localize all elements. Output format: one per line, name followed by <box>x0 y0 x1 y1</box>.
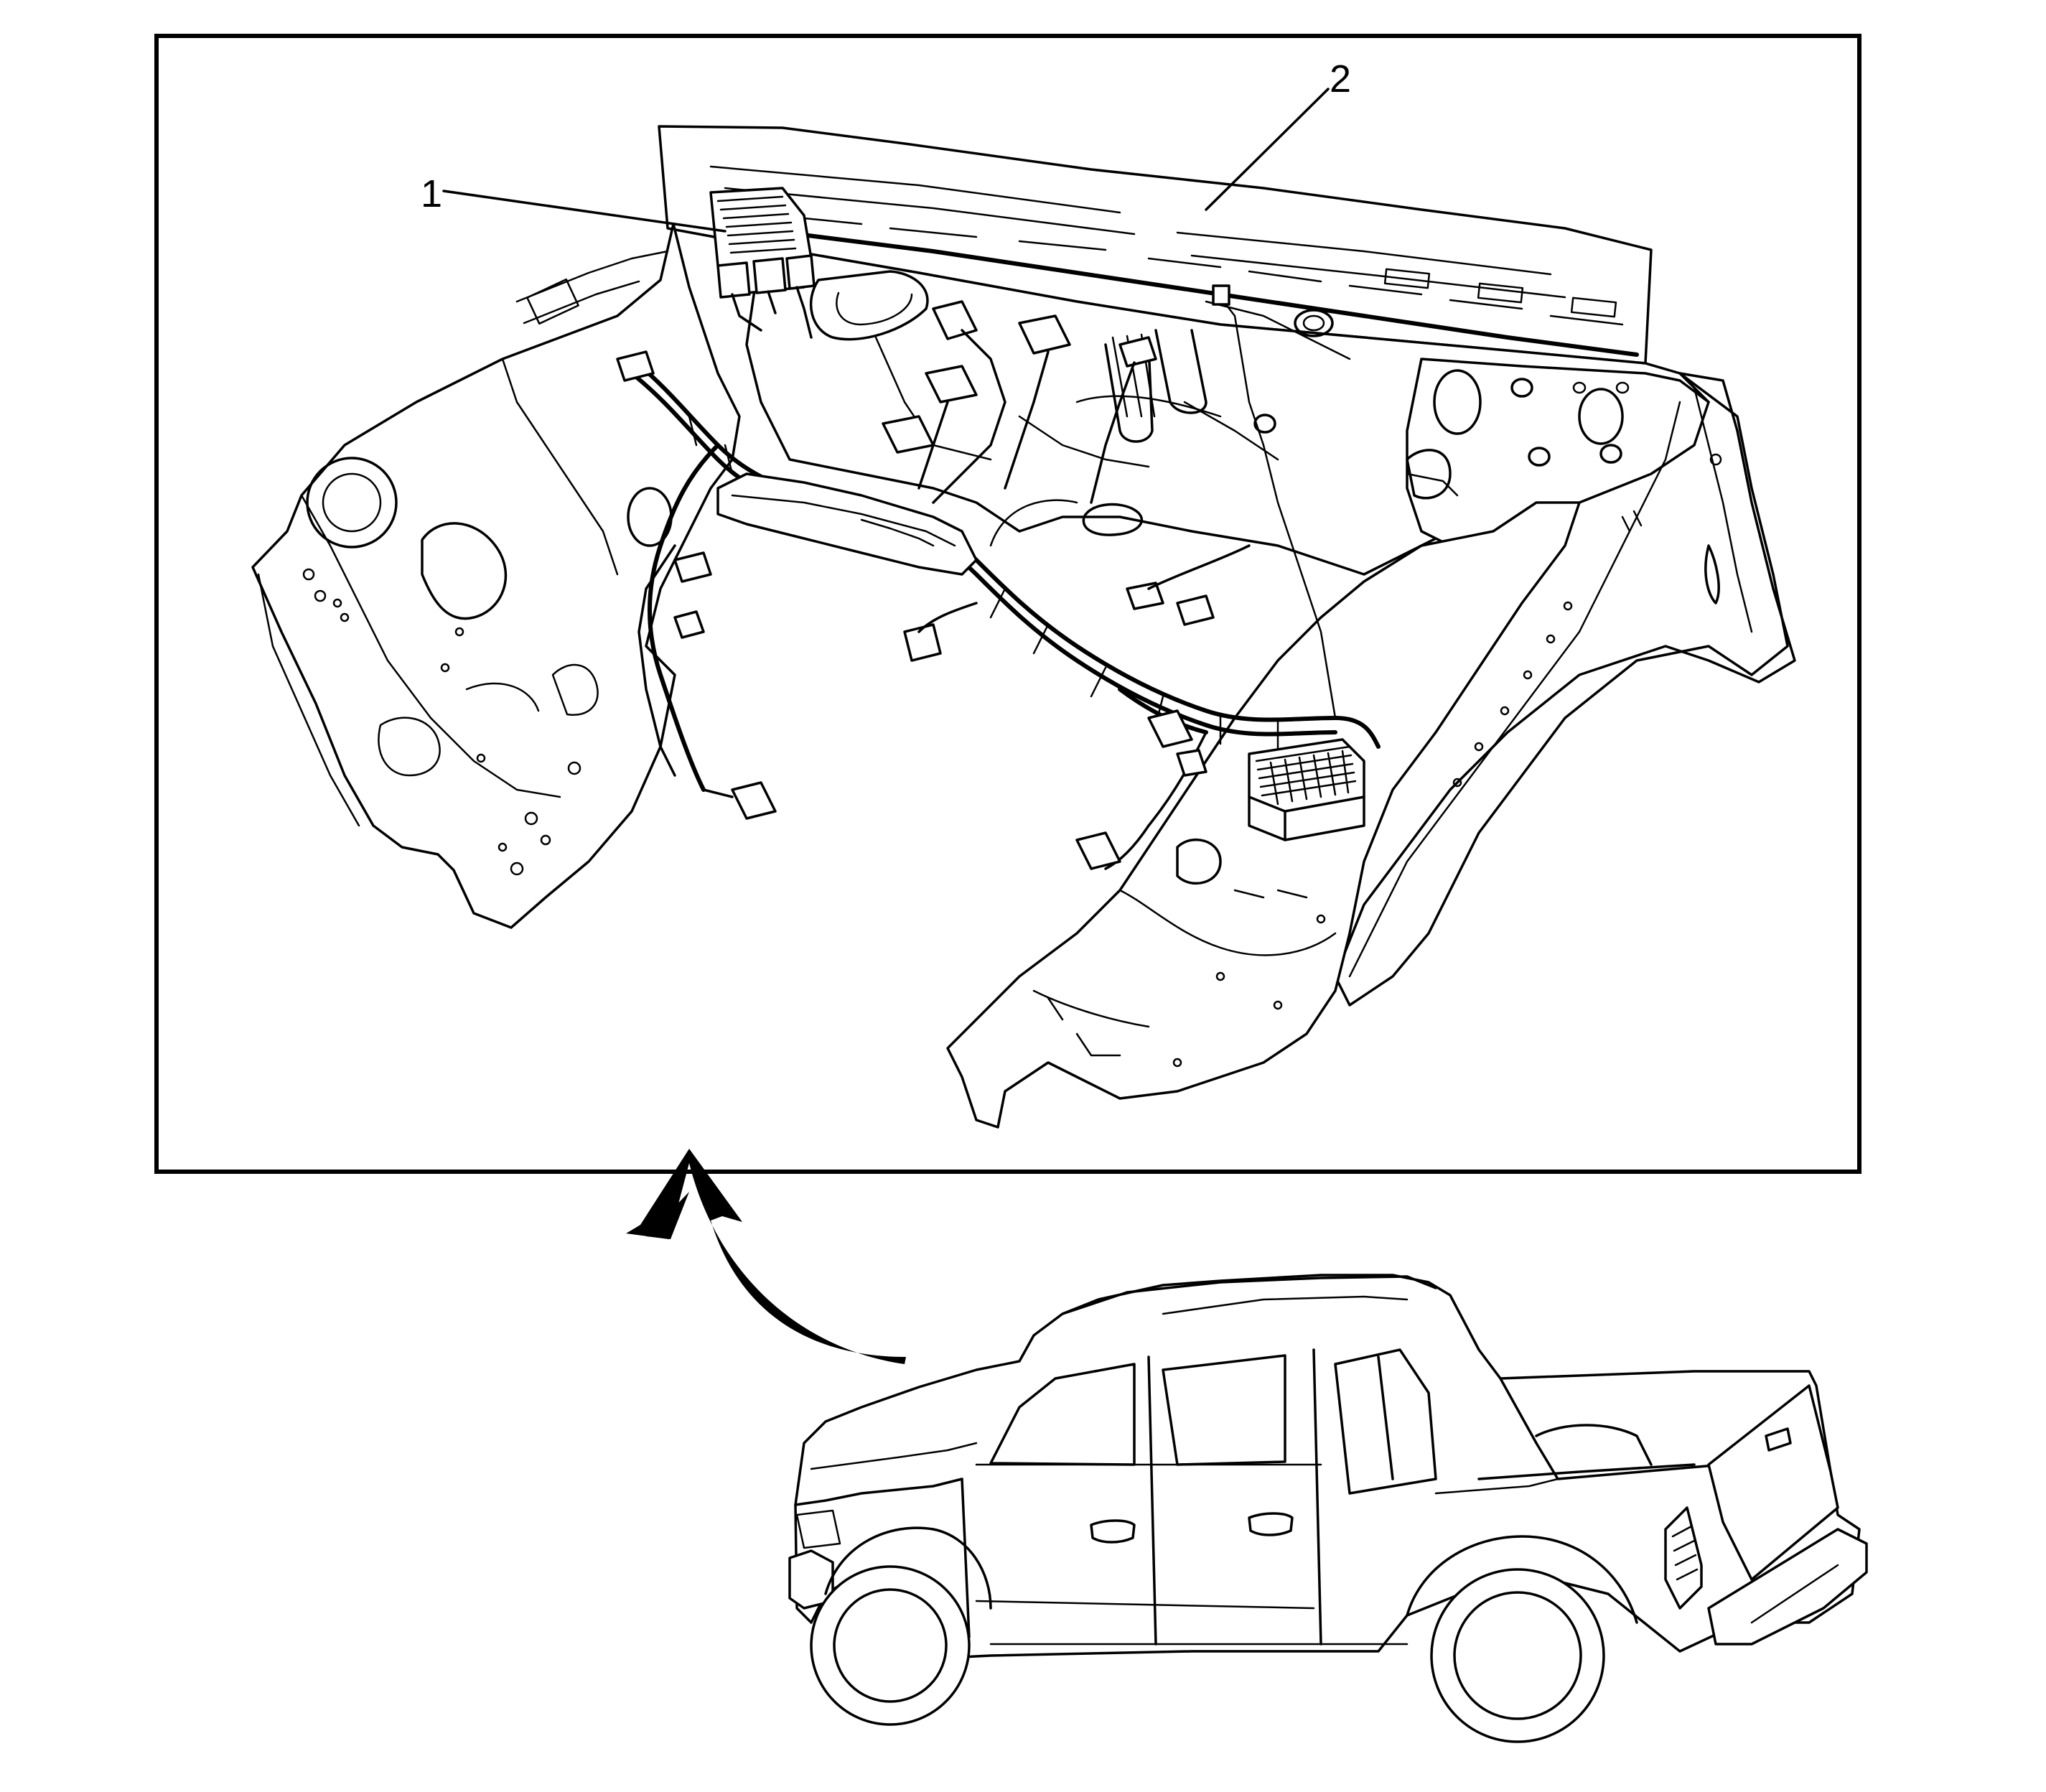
callout-2-label: 2 <box>1330 57 1351 101</box>
truck-body <box>794 1274 1861 1658</box>
fuse-grid <box>1255 745 1357 806</box>
body-structure <box>251 125 1796 1129</box>
cross-car-beam <box>716 472 978 576</box>
body-control-module <box>709 187 816 339</box>
callout-1: 1 <box>421 172 727 233</box>
callout-2-leader <box>1205 88 1330 211</box>
detail-view-frame <box>154 34 1862 1174</box>
underhood-fuse-block <box>1248 738 1365 841</box>
instrument-panel-harness <box>616 232 1639 870</box>
tailgate <box>1707 1384 1839 1581</box>
rear-door-window <box>1162 1354 1286 1466</box>
callout-1-label: 1 <box>421 172 442 215</box>
callout-2: 2 <box>1205 57 1351 211</box>
callout-1-leader <box>442 190 727 233</box>
taillamp <box>1664 1506 1703 1610</box>
right-frame-rail <box>1334 372 1796 1007</box>
curved-arrow-icon <box>626 1149 906 1364</box>
right-dash-side <box>1406 358 1710 547</box>
pickup-truck <box>788 1274 1868 1743</box>
left-fender-apron <box>251 223 741 929</box>
rear-wheel <box>1430 1568 1605 1743</box>
